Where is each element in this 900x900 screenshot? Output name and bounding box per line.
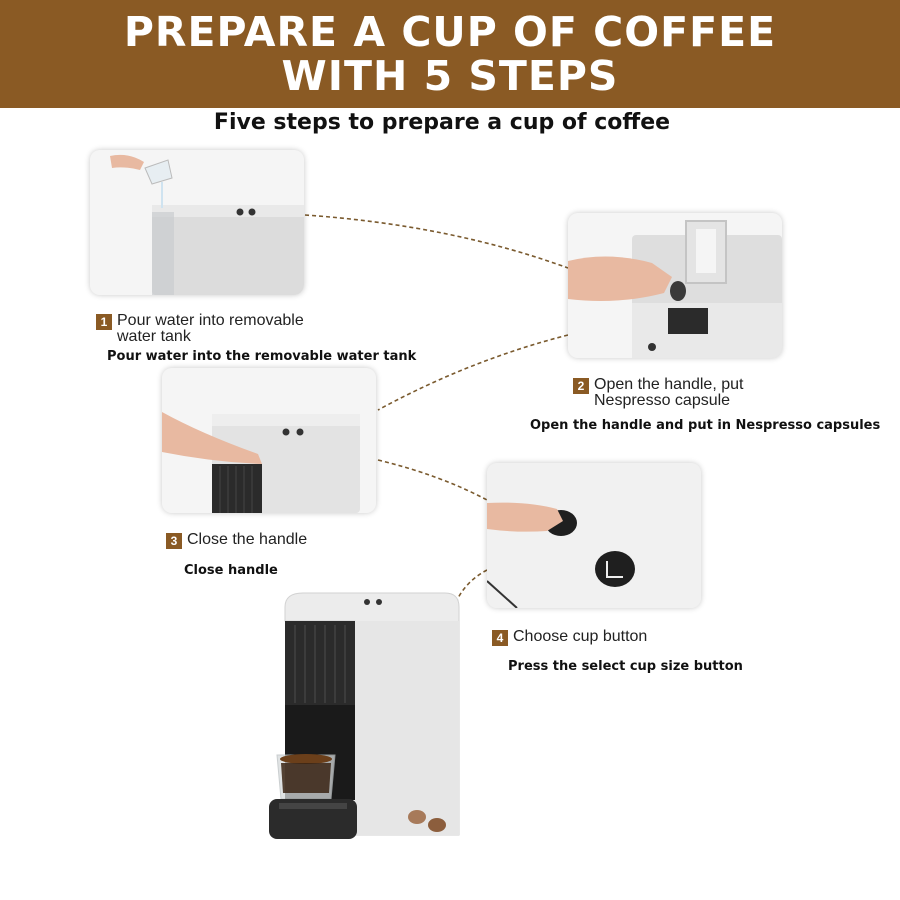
step-3-number: 3 [166,533,182,549]
step-2-description: Open the handle and put in Nespresso cap… [530,418,881,433]
step-4-photo [487,463,701,608]
step-2-label: 2 Open the handle, put Nespresso capsule [573,377,784,409]
step-3-title: Close the handle [187,531,308,548]
page-subtitle: Five steps to prepare a cup of coffee [213,110,671,135]
banner-title-line-2: WITH 5 STEPS [281,52,619,100]
step-1-photo [90,150,304,295]
step-3-description: Close handle [184,563,278,578]
header-banner: PREPARE A CUP OF COFFEE WITH 5 STEPS [0,0,900,108]
step-1-title: Pour water into removable water tank [117,312,304,345]
step-1-description: Pour water into the removable water tank [107,349,417,364]
step-4-description: Press the select cup size button [508,659,743,674]
step-3-photo [162,368,376,513]
step-2-photo [568,213,782,358]
step-2-number: 2 [573,378,589,394]
connector-1-2 [304,214,569,269]
connector-2-3 [377,334,569,411]
step-4-number: 4 [492,630,508,646]
banner-title-line-1: PREPARE A CUP OF COFFEE [123,8,777,56]
coffee-machine-illustration [269,592,460,839]
connector-4-machine [457,569,488,599]
step-4-label: 4 Choose cup button [492,629,647,646]
connector-3-4 [377,459,488,501]
step-1-label: 1 Pour water into removable water tank [96,313,332,345]
step-2-title: Open the handle, put Nespresso capsule [594,376,744,409]
step-1-number: 1 [96,314,112,330]
step-4-title: Choose cup button [513,628,648,645]
capsule-insert-photo [568,213,782,358]
cup-button-photo [487,463,701,608]
close-handle-photo [162,368,376,513]
water-pour-photo [90,150,304,295]
step-3-label: 3 Close the handle [166,532,307,549]
